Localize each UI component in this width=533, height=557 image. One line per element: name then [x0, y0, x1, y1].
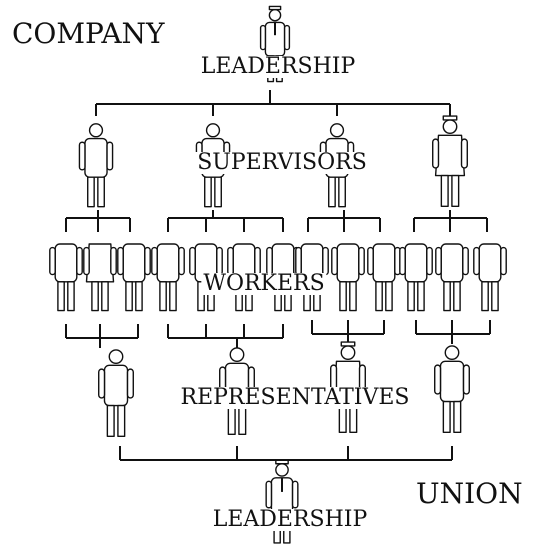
supervisor-figure-1: [78, 123, 114, 208]
workers-label: WORKERS: [201, 271, 327, 296]
company-label: COMPANY: [12, 17, 165, 50]
worker-figure-13: [473, 243, 507, 312]
company-tree-connectors: [65, 90, 488, 232]
representative-figure-1: [98, 349, 134, 438]
worker-figure-4: [151, 243, 185, 312]
worker-figure-9: [331, 243, 365, 312]
worker-figure-2: [83, 243, 117, 312]
company-leadership-label: LEADERSHIP: [198, 54, 358, 79]
union-leadership-label: LEADERSHIP: [210, 507, 370, 532]
worker-figure-11: [399, 243, 433, 312]
worker-figure-10: [367, 243, 401, 312]
union-label: UNION: [416, 477, 523, 510]
worker-figure-12: [435, 243, 469, 312]
representative-figure-4: [434, 345, 470, 434]
worker-figure-1: [49, 243, 83, 312]
representatives-label: REPRESENTATIVES: [178, 385, 412, 410]
worker-figure-3: [117, 243, 151, 312]
supervisor-figure-4: [432, 115, 468, 208]
union-tree-connectors: [65, 320, 491, 474]
supervisors-label: SUPERVISORS: [195, 150, 369, 175]
